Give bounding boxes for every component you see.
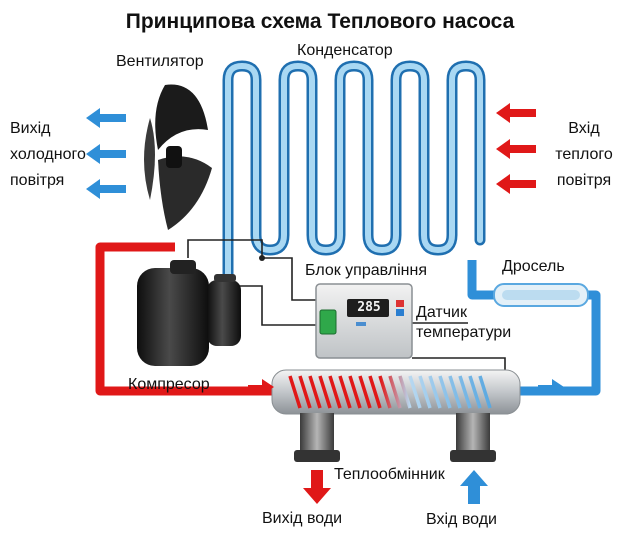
arrow-left-icon — [86, 108, 126, 128]
arrow-right-icon — [538, 379, 564, 395]
water-in-arrow-icon — [460, 470, 488, 504]
arrow-left-icon — [496, 103, 536, 123]
fan-blade-icon — [144, 84, 212, 230]
heat-exchanger-icon — [271, 369, 521, 462]
warm-air-in-line-1: Вхід — [568, 120, 600, 137]
water-out-arrow-icon — [303, 470, 331, 504]
cold-air-out-line-1: Вихід — [10, 120, 51, 137]
sensor-node — [259, 255, 265, 261]
throttle-pipe — [467, 260, 496, 300]
temp-sensor-line-1: Датчик — [416, 304, 467, 321]
warm-air-in-line-3: повітря — [556, 172, 612, 189]
cold-air-out-arrows — [86, 108, 126, 199]
arrow-right-icon — [248, 379, 274, 395]
condenser-coil — [222, 60, 486, 293]
cold-refrigerant-pipe — [520, 290, 601, 396]
control-box-icon — [315, 283, 413, 359]
warm-air-in-line-2: теплого — [555, 146, 613, 163]
throttle-label: Дросель — [502, 258, 565, 275]
diagram-title: Принципова схема Теплового насоса — [125, 10, 515, 33]
cold-air-out-label: Вихід холодного повітря — [10, 116, 86, 194]
water-in-label: Вхід води — [426, 511, 497, 528]
arrow-left-icon — [496, 139, 536, 159]
temp-sensor-label: Датчик температури — [416, 303, 511, 343]
hot-refrigerant-pipe — [95, 242, 272, 396]
heat-exchanger-label: Теплообмінник — [334, 466, 445, 483]
condenser-label: Конденсатор — [297, 42, 393, 59]
arrow-left-icon — [86, 144, 126, 164]
arrow-left-icon — [86, 179, 126, 199]
arrow-left-icon — [496, 174, 536, 194]
control-display-value: 285 — [357, 300, 381, 315]
throttle-valve-icon — [493, 283, 589, 307]
cold-air-out-line-3: повітря — [10, 172, 65, 189]
temp-sensor-line-2: температури — [416, 324, 512, 341]
fan-label: Вентилятор — [116, 53, 204, 70]
control-unit-label: Блок управління — [305, 262, 427, 279]
cold-air-out-line-2: холодного — [10, 146, 86, 163]
warm-air-in-arrows — [496, 103, 536, 194]
warm-air-in-label: Вхід теплого повітря — [544, 116, 624, 194]
compressor-icon — [137, 260, 241, 366]
water-out-label: Вихід води — [262, 510, 343, 527]
compressor-label: Компресор — [128, 376, 210, 393]
